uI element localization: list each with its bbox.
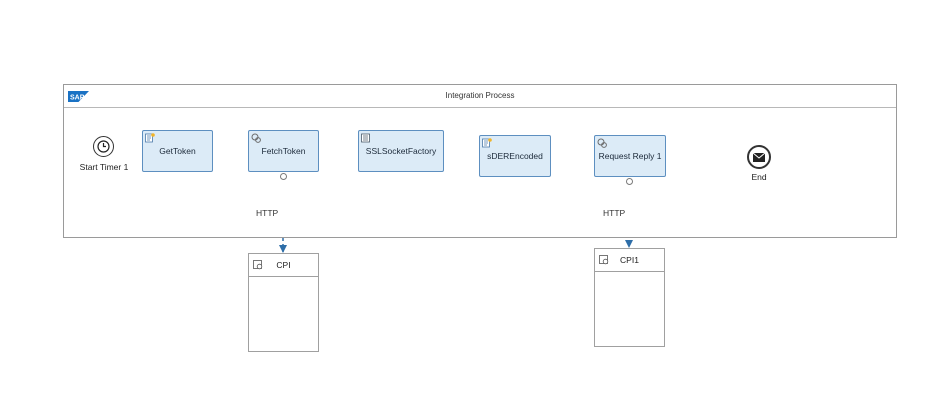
participant-cpi[interactable]: CPI [248, 253, 319, 352]
receiver-icon [599, 255, 609, 265]
content-modifier-icon [361, 133, 370, 143]
sap-logo-icon: SAP [68, 91, 89, 102]
sap-logo-text: SAP [70, 95, 85, 102]
task-gettoken[interactable]: GetToken [142, 130, 213, 172]
task-request-reply[interactable]: Request Reply 1 [594, 135, 666, 177]
gears-icon [251, 133, 261, 143]
participant-header: CPI1 [595, 249, 664, 272]
task-label: FetchToken [261, 146, 306, 156]
receiver-icon [253, 260, 263, 270]
participant-cpi1[interactable]: CPI1 [594, 248, 665, 347]
end-event[interactable] [747, 145, 771, 169]
pool-title: Integration Process [445, 91, 515, 100]
pool-header: SAP Integration Process [64, 85, 896, 108]
envelope-icon [753, 152, 765, 162]
end-event-label: End [751, 172, 767, 182]
task-sslsocketfactory[interactable]: SSLSocketFactory [358, 130, 444, 172]
start-timer-event[interactable] [93, 136, 114, 157]
script-icon [482, 138, 492, 148]
http-connection-label: HTTP [256, 208, 279, 218]
requestreply-message-port[interactable] [626, 178, 633, 185]
participant-header: CPI [249, 254, 318, 277]
task-label: SSLSocketFactory [365, 146, 437, 156]
participant-title: CPI [276, 260, 291, 270]
task-label: sDEREncoded [487, 151, 543, 161]
start-event-label: Start Timer 1 [79, 162, 129, 172]
script-icon [145, 133, 155, 143]
http-connection-label: HTTP [603, 208, 626, 218]
task-label: GetToken [159, 146, 196, 156]
gears-icon [597, 138, 607, 148]
task-label: Request Reply 1 [598, 151, 662, 161]
task-sderencoded[interactable]: sDEREncoded [479, 135, 551, 177]
task-fetchtoken[interactable]: FetchToken [248, 130, 319, 172]
clock-icon [97, 140, 110, 153]
fetchtoken-message-port[interactable] [280, 173, 287, 180]
participant-title: CPI1 [620, 255, 639, 265]
